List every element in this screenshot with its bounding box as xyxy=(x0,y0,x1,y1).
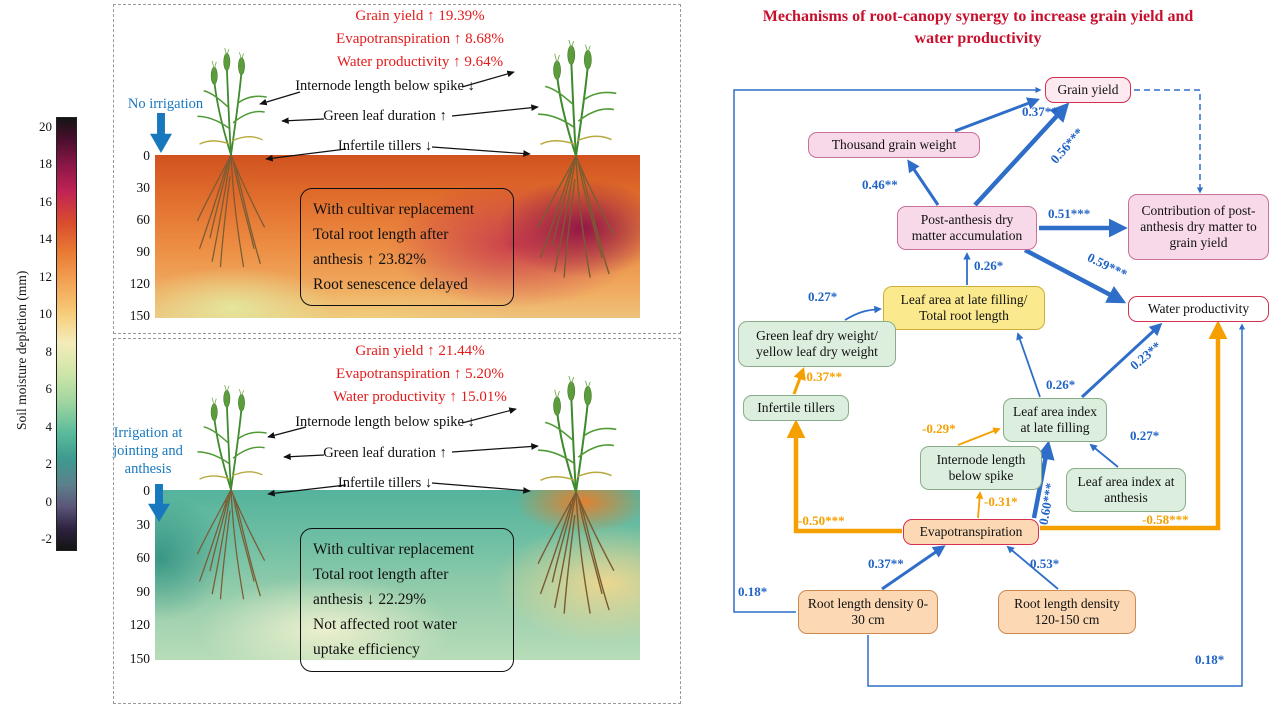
edge-label-rld030-gy: 0.18* xyxy=(738,584,768,599)
stat-grain-yield: Grain yield ↑ 19.39% xyxy=(355,8,485,24)
edge-label-rld030-wp: 0.18* xyxy=(1195,652,1225,667)
node-rld-120-150: Root length density 120-150 cm xyxy=(998,590,1136,634)
annotation-green-leaf: Green leaf duration ↑ xyxy=(323,445,447,461)
depth-tick: 60 xyxy=(136,550,151,565)
edge-label-laia-lai: 0.27* xyxy=(1130,428,1160,443)
edge-label-et-lai: 0.60*** xyxy=(1035,481,1058,527)
colorbar-tick: 6 xyxy=(45,381,53,396)
colorbar-tick: 2 xyxy=(45,456,53,471)
depth-tick: 30 xyxy=(136,180,151,195)
note-line: Total root length after xyxy=(313,226,449,244)
note-line: With cultivar replacement xyxy=(313,201,475,218)
note-line: Not affected root water xyxy=(313,616,457,634)
edge-label-internode-lai: -0.29* xyxy=(922,421,956,436)
annotation-internode: Internode length below spike ↓ xyxy=(295,78,475,94)
edge-label-lai-laratio: 0.26* xyxy=(1046,377,1076,392)
panel-irrigation xyxy=(113,338,681,704)
edge-label-et-wp: -0.58*** xyxy=(1142,512,1189,527)
depth-tick: 60 xyxy=(136,212,151,227)
node-infertile-tillers: Infertile tillers xyxy=(743,395,849,421)
node-grain-yield: Grain yield xyxy=(1045,77,1131,103)
depth-tick: 120 xyxy=(129,617,150,632)
edge-label-et-tillers: -0.50*** xyxy=(798,513,845,528)
annotation-green-leaf: Green leaf duration ↑ xyxy=(323,108,447,124)
edge-label-padma-wp: 0.59*** xyxy=(1085,249,1130,282)
edge-label-glw-laratio: 0.27* xyxy=(808,289,838,304)
colorbar-tick: 20 xyxy=(39,119,52,134)
note-box-bottom: With cultivar replacement Total root len… xyxy=(300,528,514,672)
edge-label-padma-contribution: 0.51*** xyxy=(1048,206,1091,221)
edge-label-padma-gy: 0.56*** xyxy=(1047,124,1087,167)
edge-label-lai-wp: 0.23** xyxy=(1127,338,1165,373)
edge-label-tillers-glw: -0.37** xyxy=(802,369,843,384)
colorbar-tick: 14 xyxy=(39,231,52,246)
colorbar-tick: 0 xyxy=(45,494,53,509)
depth-tick: 150 xyxy=(129,651,150,666)
node-evapotranspiration: Evapotranspiration xyxy=(903,519,1039,545)
note-line: anthesis ↑ 23.82% xyxy=(313,251,427,269)
depth-tick: 90 xyxy=(136,584,151,599)
edge-label-padma-tgw: 0.46** xyxy=(862,177,898,192)
note-box-top: With cultivar replacement Total root len… xyxy=(300,188,514,307)
path-diagram: Mechanisms of root-canopy synergy to inc… xyxy=(690,0,1269,711)
node-leaf-area-ratio: Leaf area at late filling/ Total root le… xyxy=(883,286,1045,330)
stat-evapotranspiration: Evapotranspiration ↑ 8.68% xyxy=(336,31,504,47)
colorbar-tick: 16 xyxy=(39,194,52,209)
edge-label-et-internode: -0.31* xyxy=(984,494,1018,509)
node-water-productivity: Water productivity xyxy=(1128,296,1269,322)
node-post-anthesis-dry-matter: Post-anthesis dry matter accumulation xyxy=(897,206,1037,250)
colorbar xyxy=(56,117,77,551)
stat-grain-yield: Grain yield ↑ 21.44% xyxy=(355,343,485,359)
irrigation-label-top: No irrigation xyxy=(127,96,204,112)
colorbar-tick: 12 xyxy=(39,269,52,284)
colorbar-tick: 18 xyxy=(39,156,52,171)
node-contribution: Contribution of post-anthesis dry matter… xyxy=(1128,194,1269,260)
annotation-infertile-tillers: Infertile tillers ↓ xyxy=(337,138,433,154)
colorbar-tick: 4 xyxy=(45,419,53,434)
colorbar-tick: -2 xyxy=(41,531,52,546)
colorbar-tick: 10 xyxy=(39,306,52,321)
depth-tick: 120 xyxy=(129,276,150,291)
depth-tick: 150 xyxy=(129,308,150,323)
edge-label-rld120-et: 0.53* xyxy=(1030,556,1060,571)
depth-tick: 0 xyxy=(143,148,150,163)
node-lai-late-filling: Leaf area index at late filling xyxy=(1003,398,1107,442)
colorbar-tick: 8 xyxy=(45,344,53,359)
node-rld-0-30: Root length density 0-30 cm xyxy=(798,590,938,634)
diagram-title: Mechanisms of root-canopy synergy to inc… xyxy=(762,8,1194,47)
node-thousand-grain-weight: Thousand grain weight xyxy=(808,132,980,158)
node-green-yellow-leaf-ratio: Green leaf dry weight/ yellow leaf dry w… xyxy=(738,321,896,367)
node-lai-anthesis: Leaf area index at anthesis xyxy=(1066,468,1186,512)
depth-tick: 0 xyxy=(143,483,150,498)
stat-water-productivity: Water productivity ↑ 15.01% xyxy=(333,389,507,405)
edge-label-laratio-padma: 0.26* xyxy=(974,258,1004,273)
edge-label-rld030-et: 0.37** xyxy=(868,556,904,571)
depth-tick: 90 xyxy=(136,244,151,259)
depth-tick: 30 xyxy=(136,517,151,532)
note-line: anthesis ↓ 22.29% xyxy=(313,591,427,609)
edge-label-tgw-gy: 0.37** xyxy=(1022,104,1058,119)
note-line: uptake efficiency xyxy=(313,641,420,659)
node-internode-length: Internode length below spike xyxy=(920,446,1042,490)
note-line: Total root length after xyxy=(313,566,449,584)
note-line: With cultivar replacement xyxy=(313,541,475,558)
note-line: Root senescence delayed xyxy=(313,276,468,294)
stat-water-productivity: Water productivity ↑ 9.64% xyxy=(336,54,504,70)
annotation-infertile-tillers: Infertile tillers ↓ xyxy=(337,475,433,491)
irrigation-label-bottom: Irrigation at jointing and anthesis xyxy=(113,425,183,478)
annotation-internode: Internode length below spike ↓ xyxy=(295,414,475,430)
panel-no-irrigation xyxy=(113,4,681,334)
stat-evapotranspiration: Evapotranspiration ↑ 5.20% xyxy=(336,366,504,382)
